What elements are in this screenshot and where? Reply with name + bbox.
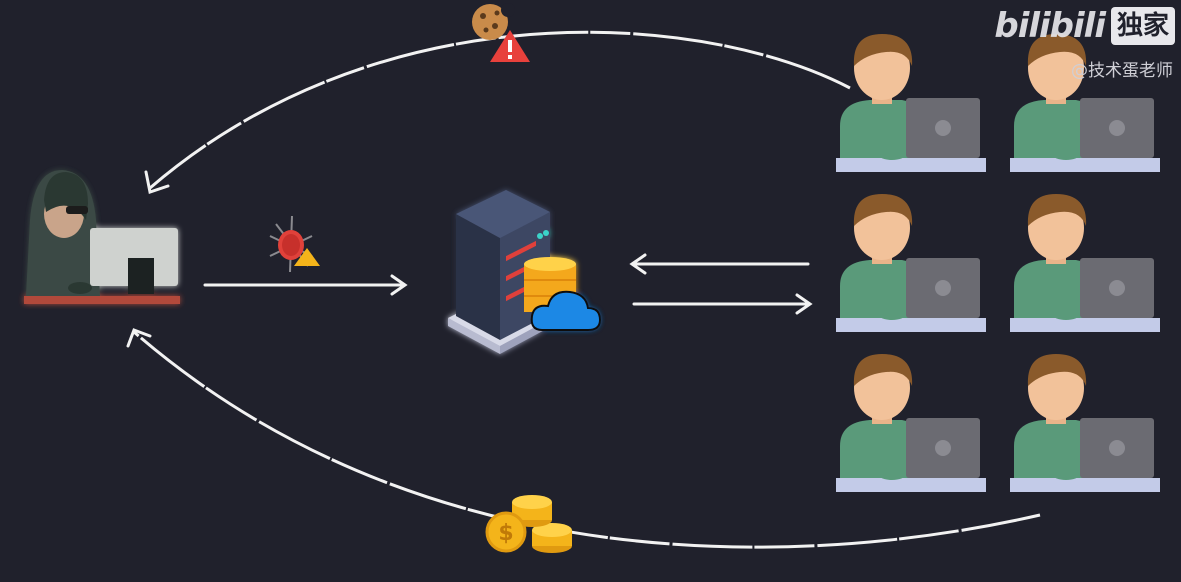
money-flow-arrow	[133, 330, 1041, 549]
cookie-warning-icon	[490, 30, 530, 62]
svg-text:$: $	[498, 521, 513, 546]
hacker-to-server-arrowhead	[390, 274, 408, 296]
server-to-users-arrowhead	[795, 293, 813, 315]
cookie-theft-arrowhead	[144, 170, 170, 194]
watermark: bilibili 独家 @技术蛋老师	[994, 6, 1175, 81]
user-at-laptop-icon	[836, 34, 986, 172]
user-at-laptop-icon	[1010, 194, 1160, 332]
users-grid	[836, 34, 1160, 492]
gold-coins-icon: $	[485, 495, 572, 553]
author-handle: @技术蛋老师	[1071, 61, 1173, 81]
user-at-laptop-icon	[836, 354, 986, 492]
hacker-at-computer-icon	[24, 170, 180, 304]
virus-bug-icon	[269, 215, 313, 273]
user-at-laptop-icon	[1010, 354, 1160, 492]
server-database-cloud-icon	[448, 190, 602, 354]
cookie-theft-arrow	[149, 30, 851, 190]
users-to-server-arrowhead	[629, 253, 647, 275]
exclusive-badge: 独家	[1110, 7, 1175, 45]
bilibili-logo: bilibili	[994, 6, 1106, 46]
warning-triangle-icon	[294, 248, 320, 266]
cookie-icon	[472, 3, 515, 40]
user-at-laptop-icon	[836, 194, 986, 332]
money-flow-arrowhead	[126, 328, 152, 348]
